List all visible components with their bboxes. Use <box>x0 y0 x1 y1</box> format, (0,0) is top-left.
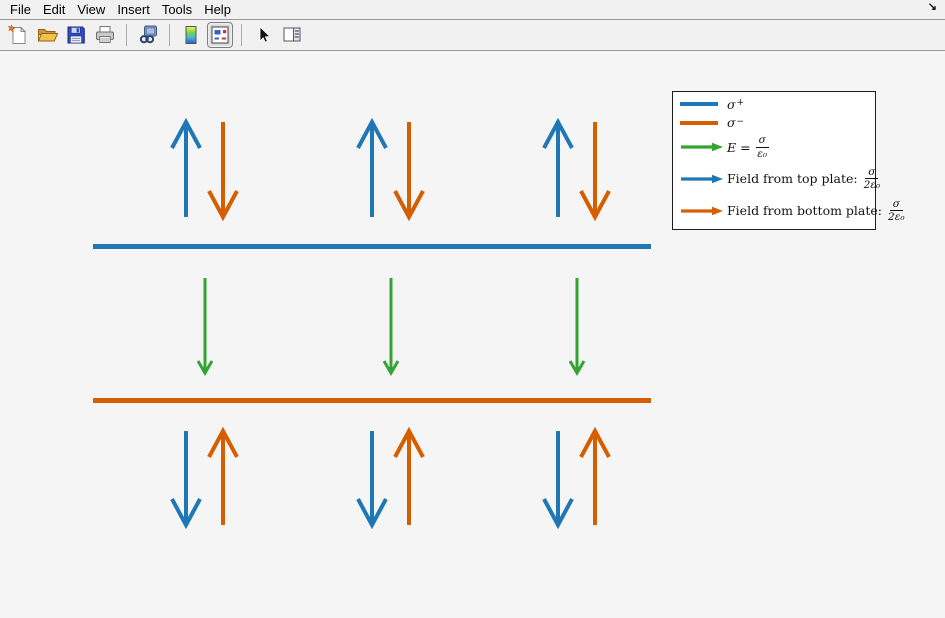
sigma-plus-swatch <box>680 102 718 107</box>
print-icon <box>96 26 114 43</box>
top-plate <box>93 244 651 249</box>
pointer-button[interactable] <box>250 22 276 48</box>
legend-item-sigma-plus: σ+ <box>680 95 873 114</box>
link-windows-icon <box>139 25 157 44</box>
toolbar-separator <box>126 24 127 46</box>
side-panel-icon <box>283 27 301 42</box>
plot-layout-button[interactable] <box>207 22 233 48</box>
plot-layout-icon <box>211 26 229 44</box>
sigma-minus-swatch <box>680 120 718 125</box>
link-windows-button[interactable] <box>135 22 161 48</box>
menu-insert[interactable]: Insert <box>117 2 150 17</box>
blue-arrow-swatch <box>681 174 723 183</box>
menu-file[interactable]: File <box>10 2 31 17</box>
colormap-button[interactable] <box>178 22 204 48</box>
window-resize-arrow-icon[interactable]: ↘ <box>927 1 937 13</box>
open-button[interactable] <box>34 22 60 48</box>
side-panel-button[interactable] <box>279 22 305 48</box>
menu-bar: File Edit View Insert Tools Help ↘ <box>0 0 945 20</box>
legend-item-sigma-minus: σ− <box>680 114 873 133</box>
menu-view[interactable]: View <box>77 2 106 17</box>
toolbar <box>0 20 945 51</box>
colormap-icon <box>185 26 197 44</box>
new-document-button[interactable] <box>5 22 31 48</box>
orange-arrow-swatch <box>681 206 723 216</box>
green-arrow-swatch <box>681 143 723 152</box>
menu-help[interactable]: Help <box>204 2 231 17</box>
bottom-plate <box>93 398 651 403</box>
toolbar-separator <box>169 24 170 46</box>
open-folder-icon <box>37 29 58 42</box>
menu-tools[interactable]: Tools <box>161 2 193 17</box>
toolbar-separator <box>241 24 242 46</box>
print-button[interactable] <box>92 22 118 48</box>
save-button[interactable] <box>63 22 89 48</box>
menu-edit[interactable]: Edit <box>42 2 66 17</box>
save-floppy-icon <box>67 26 85 44</box>
new-document-icon <box>7 24 27 44</box>
pointer-cursor-icon <box>259 26 271 43</box>
